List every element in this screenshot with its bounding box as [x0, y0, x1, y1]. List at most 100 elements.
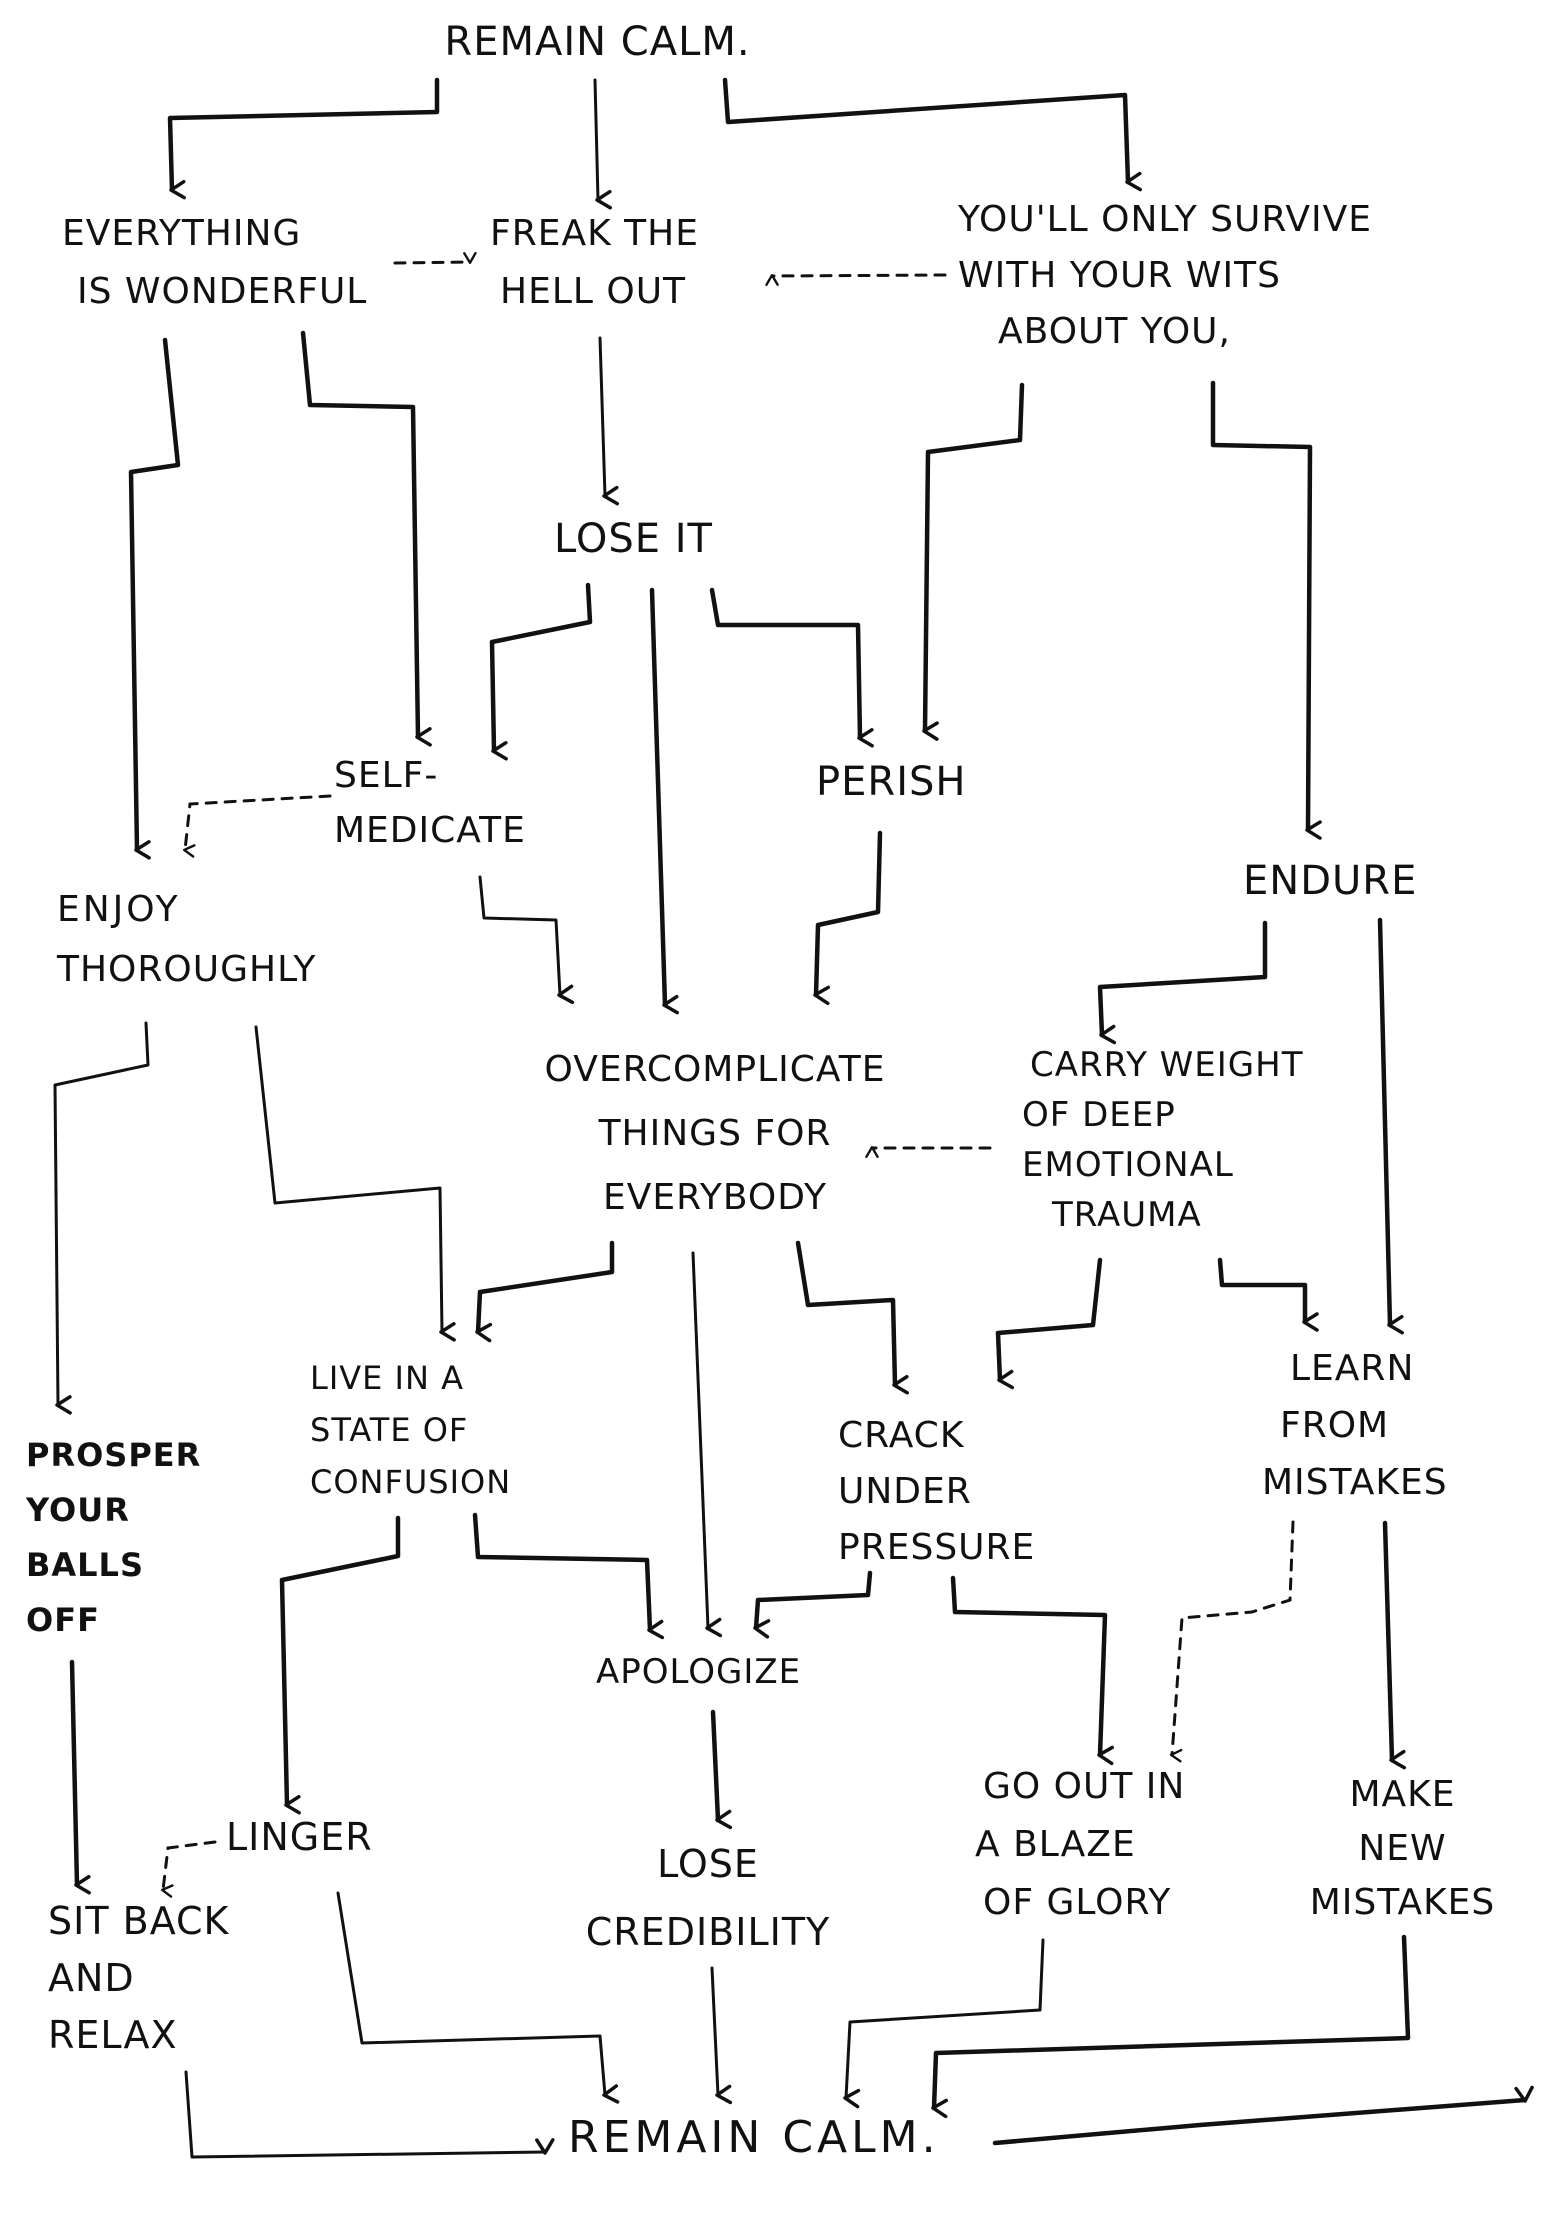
node-line: relax: [48, 2013, 178, 2057]
node-line: Learn: [1290, 1348, 1415, 1389]
node-line: with your wits: [958, 255, 1281, 296]
node-crack-under-pressure: Crack under pressure: [838, 1408, 1035, 1576]
node-line: You'll only survive: [958, 199, 1372, 240]
edge-overcomplicate-to-apologize: [691, 1251, 723, 1638]
node-remain-calm-top: Remain calm.: [405, 18, 790, 66]
node-line: about you,: [998, 311, 1231, 352]
node-make-new-mistakes: Make new mistakes: [1290, 1768, 1515, 1930]
edge-endure-to-learn: [1377, 917, 1404, 1335]
edge-overcomplicate-to-crack: [795, 1240, 909, 1395]
node-line: Go out in: [983, 1766, 1186, 1807]
edge-everything-to-enjoy: [128, 337, 181, 860]
edge-linger-to-calm: [336, 1891, 620, 2104]
node-line: your: [26, 1491, 130, 1529]
edge-selfmedicate-to-enjoy-dotted: [183, 794, 332, 858]
node-line: credibility: [585, 1910, 831, 1954]
node-line: everybody: [603, 1177, 827, 1218]
edge-calm-to-freak: [593, 78, 612, 210]
node-line: balls: [26, 1546, 144, 1584]
node-line: thoroughly: [57, 949, 317, 990]
edge-loseit-to-overcomplicate: [649, 587, 679, 1015]
edge-linger-to-sitback-dotted: [161, 1840, 217, 1898]
edge-live-to-linger: [279, 1515, 401, 1815]
edge-carry-to-crack: [995, 1257, 1103, 1390]
edge-blaze-to-calm: [843, 1938, 1045, 2109]
node-linger: Linger: [226, 1815, 373, 1861]
node-freak-the-hell-out: Freak the hell out: [490, 205, 699, 321]
node-enjoy-thoroughly: Enjoy thoroughly: [57, 880, 316, 1000]
node-perish: Perish: [816, 758, 966, 806]
node-sit-back-and-relax: Sit back and relax: [48, 1893, 229, 2064]
edge-learn-to-make-new: [1382, 1520, 1406, 1770]
edge-apologize-to-losecredibility: [710, 1709, 733, 1830]
node-line: is wonderful: [77, 271, 368, 312]
edge-crack-to-blaze: [950, 1575, 1115, 1766]
node-line: Lose: [657, 1842, 759, 1886]
edge-endure-to-carry: [1097, 920, 1268, 1045]
node-line: trauma: [1052, 1195, 1202, 1235]
node-line: Live in a: [310, 1359, 464, 1397]
node-line: mistakes: [1309, 1882, 1496, 1923]
node-line: new: [1358, 1828, 1447, 1869]
edge-loseit-to-perish: [709, 587, 874, 748]
edge-calm-to-wits: [722, 77, 1143, 192]
edge-live-to-apologize: [472, 1512, 665, 1640]
edge-calm-to-offpage: [992, 2085, 1534, 2146]
node-line: Self-: [334, 755, 439, 796]
edge-prosper-to-sitback: [69, 1659, 91, 1895]
node-line: Perish: [816, 759, 967, 805]
node-line: Apologize: [596, 1652, 802, 1692]
node-line: Enjoy: [57, 889, 181, 930]
node-line: Remain calm.: [568, 2112, 940, 2163]
edge-loseit-to-selfmedicate: [489, 582, 593, 761]
edge-everything-to-freak-dotted: [393, 251, 477, 265]
edge-enjoy-to-live: [254, 1025, 456, 1342]
edge-wits-to-endure: [1210, 380, 1322, 840]
node-line: off: [26, 1601, 100, 1639]
node-line: mistakes: [1262, 1462, 1448, 1503]
edge-losecredibility-to-calm: [710, 1966, 733, 2105]
node-line: Crack: [838, 1415, 965, 1456]
node-line: pressure: [838, 1527, 1036, 1568]
node-line: and: [48, 1956, 135, 2000]
edge-makenew-to-calm: [931, 1934, 1411, 2119]
node-line: confusion: [310, 1463, 512, 1501]
node-lose-it: Lose it: [554, 515, 713, 563]
node-carry-weight: Carry weight of deep emotional trauma: [1022, 1040, 1303, 1240]
edge-sitback-to-calm: [184, 2070, 555, 2159]
node-live-in-confusion: Live in a state of confusion: [310, 1352, 511, 1508]
node-everything-is-wonderful: Everything is wonderful: [62, 205, 367, 321]
edge-calm-to-everything: [167, 77, 440, 200]
node-lose-credibility: Lose credibility: [568, 1830, 848, 1966]
node-learn-from-mistakes: Learn from mistakes: [1262, 1340, 1448, 1511]
edge-freak-to-loseit: [598, 336, 619, 506]
node-line: from: [1280, 1405, 1390, 1446]
edge-learn-to-blaze-dotted: [1170, 1520, 1295, 1763]
node-line: of glory: [983, 1882, 1172, 1923]
edge-everything-to-selfmedicate: [300, 330, 432, 747]
node-remain-calm-bottom: Remain calm.: [568, 2112, 940, 2165]
node-line: Carry weight: [1030, 1045, 1304, 1085]
node-line: Sit back: [48, 1899, 230, 1943]
node-wits-about-you: You'll only survive with your wits about…: [958, 192, 1372, 360]
node-apologize: Apologize: [596, 1652, 801, 1693]
node-line: things for: [598, 1113, 832, 1154]
node-line: Remain calm.: [444, 19, 751, 65]
node-line: under: [838, 1471, 972, 1512]
node-line: Lose it: [554, 516, 713, 562]
node-line: a blaze: [975, 1824, 1136, 1865]
edge-wits-to-perish: [922, 382, 1025, 741]
node-endure: Endure: [1243, 857, 1417, 905]
edge-carry-to-learn: [1217, 1257, 1319, 1332]
node-overcomplicate: Overcomplicate things for everybody: [525, 1038, 905, 1230]
edge-perish-to-overcomplicate: [813, 830, 883, 1006]
node-prosper: Prosper your balls off: [26, 1428, 201, 1648]
node-line: Linger: [226, 1815, 373, 1859]
node-line: emotional: [1022, 1145, 1234, 1185]
node-line: of deep: [1022, 1095, 1176, 1135]
node-line: hell out: [500, 271, 687, 312]
node-line: medicate: [334, 810, 526, 851]
node-line: state of: [310, 1411, 469, 1449]
node-line: Make: [1349, 1774, 1456, 1815]
